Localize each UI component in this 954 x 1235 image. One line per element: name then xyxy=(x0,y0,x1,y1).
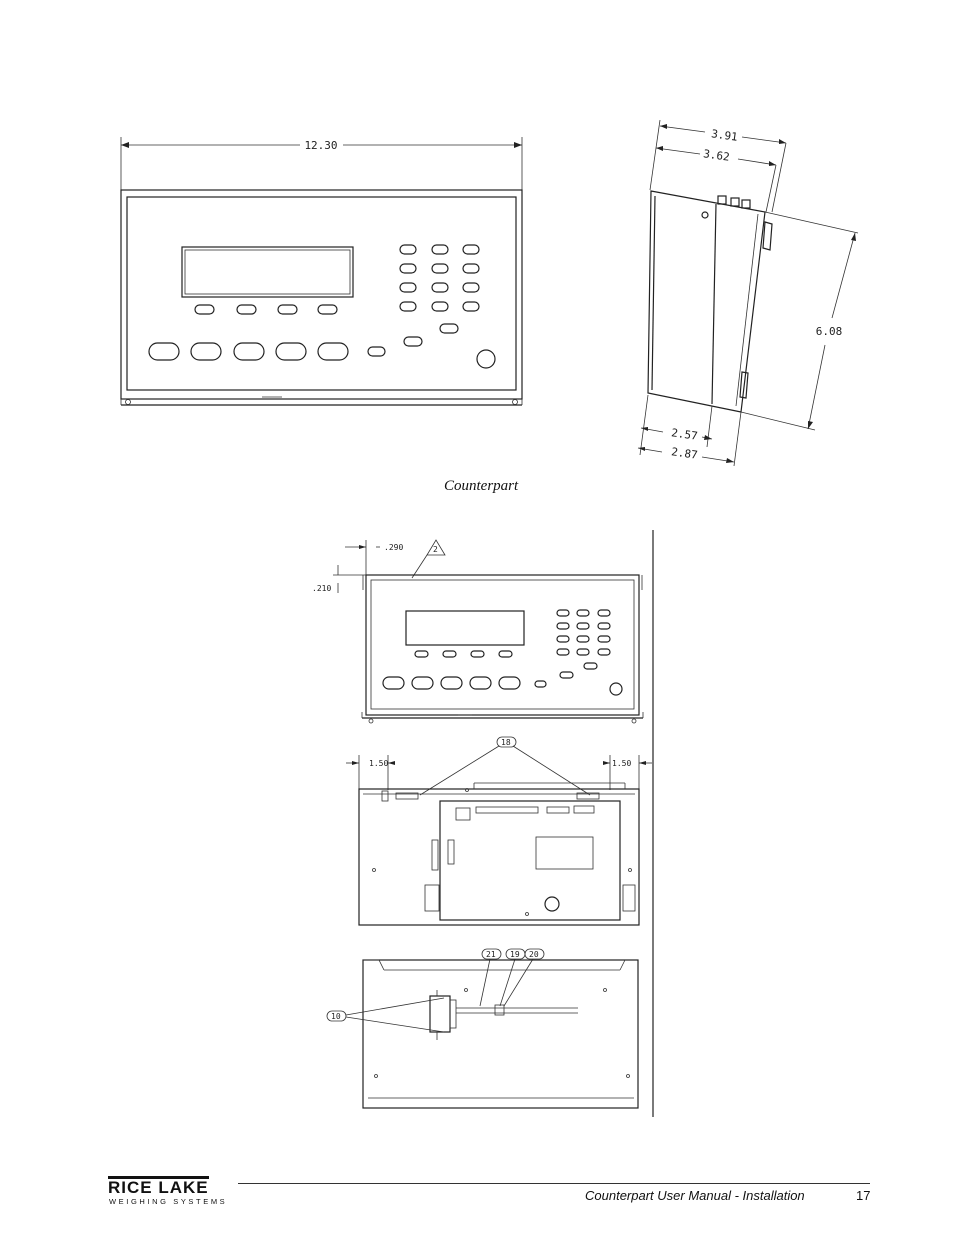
installation-drawing: .290 2 .210 xyxy=(312,530,654,1117)
dim-side-offset: .210 xyxy=(312,584,331,593)
footer-rule xyxy=(238,1183,870,1184)
front-view-drawing: 12.30 xyxy=(120,137,523,406)
dim-right-clearance: 1.50 xyxy=(612,759,631,768)
callout-10: 10 xyxy=(331,1012,341,1021)
figure-caption: Counterpart xyxy=(444,478,519,494)
logo-subtext: WEIGHING SYSTEMS xyxy=(109,1197,228,1206)
company-logo: RICE LAKE WEIGHING SYSTEMS xyxy=(108,1176,236,1210)
dim-depth-bottom-inner: 2.57 xyxy=(670,426,698,443)
callout-19: 19 xyxy=(510,950,520,959)
footer-title: Counterpart User Manual - Installation xyxy=(585,1188,805,1203)
callout-18: 18 xyxy=(501,738,511,747)
dim-left-clearance: 1.50 xyxy=(369,759,388,768)
dim-depth-top-inner: 3.62 xyxy=(702,147,730,164)
callout-21: 21 xyxy=(486,950,496,959)
page-number: 17 xyxy=(856,1188,871,1203)
callout-20: 20 xyxy=(529,950,539,959)
dim-top-offset: .290 xyxy=(384,543,403,552)
callout-2: 2 xyxy=(433,545,438,554)
dim-depth-top-outer: 3.91 xyxy=(710,127,738,144)
dim-depth-bottom-outer: 2.87 xyxy=(670,445,698,462)
logo-text: RICE LAKE xyxy=(108,1176,209,1197)
dim-height: 6.08 xyxy=(816,325,843,338)
side-view-drawing: 3.91 3.62 6.08 2.57 xyxy=(637,119,859,467)
dim-width: 12.30 xyxy=(304,139,337,152)
